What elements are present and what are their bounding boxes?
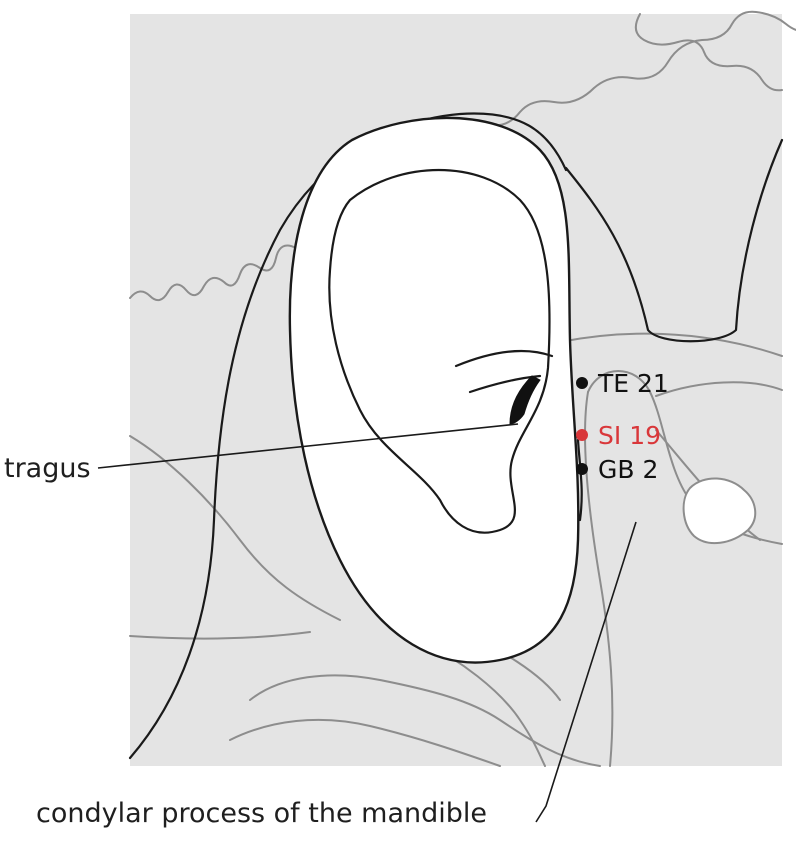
head-contour <box>128 112 568 760</box>
te21-label: TE 21 <box>597 369 669 398</box>
temple-contour <box>564 138 784 343</box>
tragus-shape <box>509 375 541 425</box>
acupoint-si19[interactable]: SI 19 <box>576 421 661 450</box>
si19-label: SI 19 <box>598 421 661 450</box>
zygomatic-arch-lower <box>655 381 783 397</box>
zygomatic-arch <box>559 332 783 357</box>
cervical-form-2 <box>229 718 501 767</box>
si19-dot <box>576 429 588 441</box>
cervical-form <box>249 674 601 767</box>
condylar-leader-line <box>535 521 637 823</box>
ear-antihelix <box>328 169 551 534</box>
acupoint-te21[interactable]: TE 21 <box>576 369 669 398</box>
tragus-label: tragus <box>4 453 91 484</box>
ear-lobe-line <box>576 438 583 522</box>
ear-crus <box>454 349 554 368</box>
gb2-label: GB 2 <box>598 455 658 484</box>
foramen-shape <box>682 477 757 545</box>
te21-dot <box>576 377 588 389</box>
acupoint-gb2[interactable]: GB 2 <box>576 455 658 484</box>
mandible-ramus-front <box>584 391 614 767</box>
mastoid-line <box>129 631 311 640</box>
tragus-leader-line <box>97 423 519 469</box>
condylar-label: condylar process of the mandible <box>36 798 487 829</box>
gb2-dot <box>576 463 588 475</box>
cranial-suture-upper <box>634 13 783 92</box>
